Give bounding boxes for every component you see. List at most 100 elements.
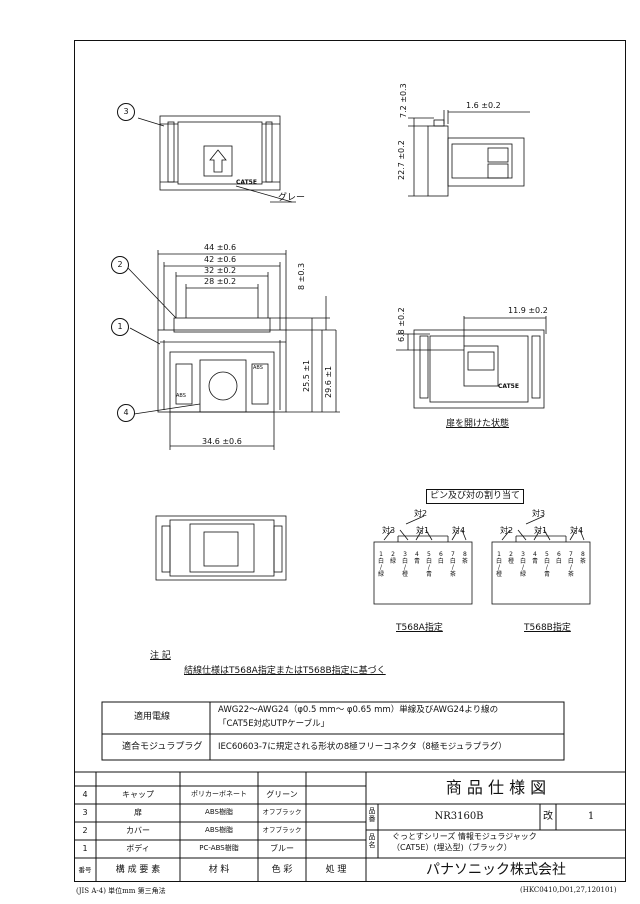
pin-no: 7 [569,551,573,558]
pin-sep: / [451,564,454,572]
label-t568a: T568A指定 [396,623,443,633]
pair4-b: 対4 [570,526,584,535]
open-view [396,316,547,409]
header-no: 番号 [78,866,92,874]
pin-no: 8 [580,551,585,558]
spec-table [101,701,565,761]
spec-row1-value2: 「CAT5E対応UTPケーブル」 [218,719,330,729]
pair2-b: 対2 [500,526,514,535]
dim-296: 29.6 ±1 [324,365,333,398]
label-gray: グレー [278,193,306,203]
pin-no: 5 [427,551,431,558]
header-color: 色 彩 [271,865,293,875]
pin-color: 白 [543,557,550,565]
pin-sep: / [569,564,572,572]
part-material: PC-ABS樹脂 [199,844,239,852]
bottom-view [155,515,287,581]
pair3-a: 対3 [382,526,396,535]
part-no: 2 [82,826,88,835]
pin-no: 2 [391,551,395,558]
dim-42: 42 ±0.6 [204,255,237,264]
label-abs-left: ABS [176,393,186,399]
front-view-main [127,250,340,450]
label-cat5e-front: CAT5E [236,179,257,186]
part-no: 4 [82,790,88,799]
pin-no: 3 [521,551,525,558]
dim-32: 32 ±0.2 [204,266,237,275]
rev-label: 改 [543,811,553,822]
pin-color: 白 [449,557,456,565]
dim-346: 34.6 ±0.6 [202,437,242,446]
part-color: オフブラック [262,826,302,834]
pin-color: 青 [413,557,420,565]
pin-color: 橙 [507,557,514,565]
pin-color2: 緑 [519,570,526,578]
pin-no: 8 [462,551,467,558]
footer-right: (HKC0410,D01,27,120101) [520,886,617,894]
part-number: NR3160B [434,811,484,822]
dim-28: 28 ±0.2 [204,277,237,286]
label-cat5e-open: CAT5E [498,383,519,390]
callout-2: 2 [111,256,129,274]
pin-color: 白 [519,557,526,565]
label-abs-right: ABS [253,365,263,371]
pin-diagram-b [491,515,591,605]
pin-color2: 茶 [449,570,456,578]
spec-row2-value: IEC60603-7に規定される形状の8極フリーコネクタ（8極モジュラプラグ） [218,742,507,752]
name-label: 品名 [368,833,376,849]
header-name: 構 成 要 素 [115,865,161,875]
pair2-a: 対2 [414,509,428,518]
dim-44: 44 ±0.6 [204,243,237,252]
pin-color: 白 [378,557,385,565]
pin-no: 2 [509,551,513,558]
pin-color: 白 [555,557,562,565]
footer-left: (JIS A-4) 単位mm 第三角法 [76,887,166,895]
callout-4: 4 [117,404,135,422]
notes-heading: 注 記 [150,651,171,661]
pair1-b: 対1 [534,526,548,535]
dim-68: 6.8 ±0.2 [397,307,406,342]
dim-72: 7.2 ±0.3 [399,83,408,118]
spec-row2-label: 適合モジュラプラグ [122,742,203,752]
drawing-sheet [74,40,626,882]
part-color: グリーン [266,790,298,799]
pin-color2: 青 [425,570,432,578]
part-material: ABS樹脂 [205,826,233,834]
pin-color: 茶 [461,557,468,565]
header-material: 材 料 [208,865,230,875]
pin-no: 1 [379,551,383,558]
pin-color2: 橙 [401,570,408,578]
pin-no: 4 [415,551,419,558]
callout-1: 1 [111,318,129,336]
pin-no: 6 [557,551,561,558]
pair3-b: 対3 [532,509,546,518]
dim-8: 8 ±0.3 [297,262,306,290]
pair4-a: 対4 [452,526,466,535]
part-name: ボディ [126,844,150,853]
pin-no: 4 [533,551,537,558]
part-name: キャップ [122,790,154,799]
pin-sep: / [427,564,430,572]
spec-row1-value1: AWG22～AWG24（φ0.5 mm～ φ0.65 mm）単線及びAWG24よ… [218,705,499,715]
pin-color: 白 [437,557,444,565]
pin-sep: / [521,564,524,572]
pin-color2: 青 [543,570,550,578]
side-view-top [408,110,530,197]
spec-row1-label: 適用電線 [134,712,171,722]
callout-3: 3 [117,103,135,121]
pin-no: 5 [545,551,549,558]
pin-no: 3 [403,551,407,558]
part-material: ABS樹脂 [205,808,233,816]
pin-color: 白 [496,557,503,565]
dim-255: 25.5 ±1 [302,359,311,392]
